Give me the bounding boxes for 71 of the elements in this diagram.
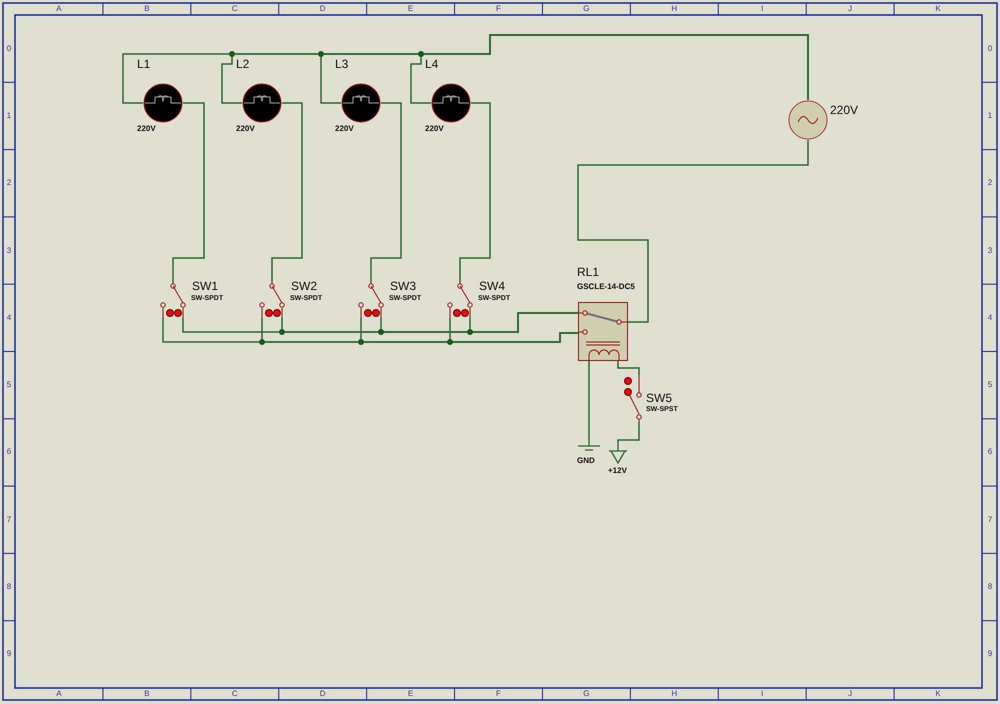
part-number-label: GSCLE-14-DC5 <box>577 283 635 291</box>
grid-reference-label: 6 <box>6 448 12 456</box>
grid-reference-label: 2 <box>988 179 992 188</box>
grid-reference-label: 0 <box>988 44 992 53</box>
wire <box>588 361 590 440</box>
reference-label: SW5 <box>646 392 672 404</box>
grid-reference-label: I <box>761 690 764 698</box>
rating-label: 220V <box>236 125 255 133</box>
grid-reference-label: 2 <box>6 179 12 188</box>
grid-reference-label: J <box>848 5 852 13</box>
grid-reference-label: K <box>935 5 941 13</box>
grid-reference-label: 1 <box>988 112 992 120</box>
grid-reference-label: H <box>671 5 678 13</box>
reference-label: L1 <box>137 58 150 70</box>
grid-reference-label: 3 <box>6 246 12 255</box>
rating-label: 220V <box>425 125 444 133</box>
rating-label: 220V <box>335 125 354 133</box>
reference-label: SW2 <box>291 280 318 292</box>
reference-label: SW3 <box>390 280 416 292</box>
grid-reference-label: B <box>144 5 150 13</box>
grid-reference-label: C <box>232 690 238 698</box>
grid-reference-label: G <box>583 690 590 698</box>
grid-reference-label: A <box>56 690 62 698</box>
wire <box>459 102 491 282</box>
reference-label: L3 <box>335 58 348 70</box>
grid-reference-label: G <box>583 5 590 13</box>
reference-label: SW1 <box>192 280 218 292</box>
grid-reference-label: E <box>408 690 414 698</box>
wire <box>617 361 640 375</box>
grid-reference-label: D <box>320 5 326 13</box>
grid-reference-label: K <box>935 690 941 698</box>
grid-reference-label: A <box>56 5 62 13</box>
grid-reference-label: F <box>496 690 501 698</box>
reference-label: L4 <box>425 58 438 70</box>
wire <box>271 102 303 282</box>
wire <box>577 140 809 323</box>
grid-reference-label: H <box>671 690 678 698</box>
wire <box>172 102 205 282</box>
reference-label: SW4 <box>479 280 506 292</box>
wire <box>370 102 402 282</box>
wire <box>617 422 640 443</box>
grid-reference-label: F <box>496 5 501 13</box>
wire <box>449 318 578 343</box>
grid-reference-label: J <box>848 690 852 698</box>
grid-reference-label: 9 <box>6 650 12 658</box>
grid-reference-label: 1 <box>6 112 12 120</box>
wire <box>410 34 809 104</box>
grid-reference-label: 7 <box>6 516 12 524</box>
voltage-label: 220V <box>830 104 858 116</box>
grid-reference-label: D <box>320 690 326 698</box>
grid-reference-label: 3 <box>988 246 992 255</box>
grid-reference-label: 8 <box>6 583 12 592</box>
ground-label: GND <box>577 457 595 465</box>
grid-reference-label: C <box>232 5 238 13</box>
grid-reference-label: E <box>408 5 414 13</box>
grid-reference-label: 8 <box>988 583 992 592</box>
supply-label: +12V <box>608 467 627 475</box>
wire <box>469 312 578 333</box>
grid-reference-label: 7 <box>988 516 992 524</box>
grid-reference-label: 5 <box>6 381 12 390</box>
grid-reference-label: 9 <box>988 650 992 658</box>
grid-reference-label: 0 <box>6 44 12 53</box>
grid-reference-label: 4 <box>6 314 12 322</box>
grid-reference-label: I <box>761 5 764 13</box>
rating-label: 220V <box>137 125 156 133</box>
grid-reference-label: 5 <box>988 381 992 390</box>
grid-reference-label: 4 <box>988 314 992 322</box>
grid-reference-label: B <box>144 690 150 698</box>
reference-label: L2 <box>236 58 250 70</box>
grid-reference-label: 6 <box>988 448 992 456</box>
reference-label: RL1 <box>577 266 600 278</box>
